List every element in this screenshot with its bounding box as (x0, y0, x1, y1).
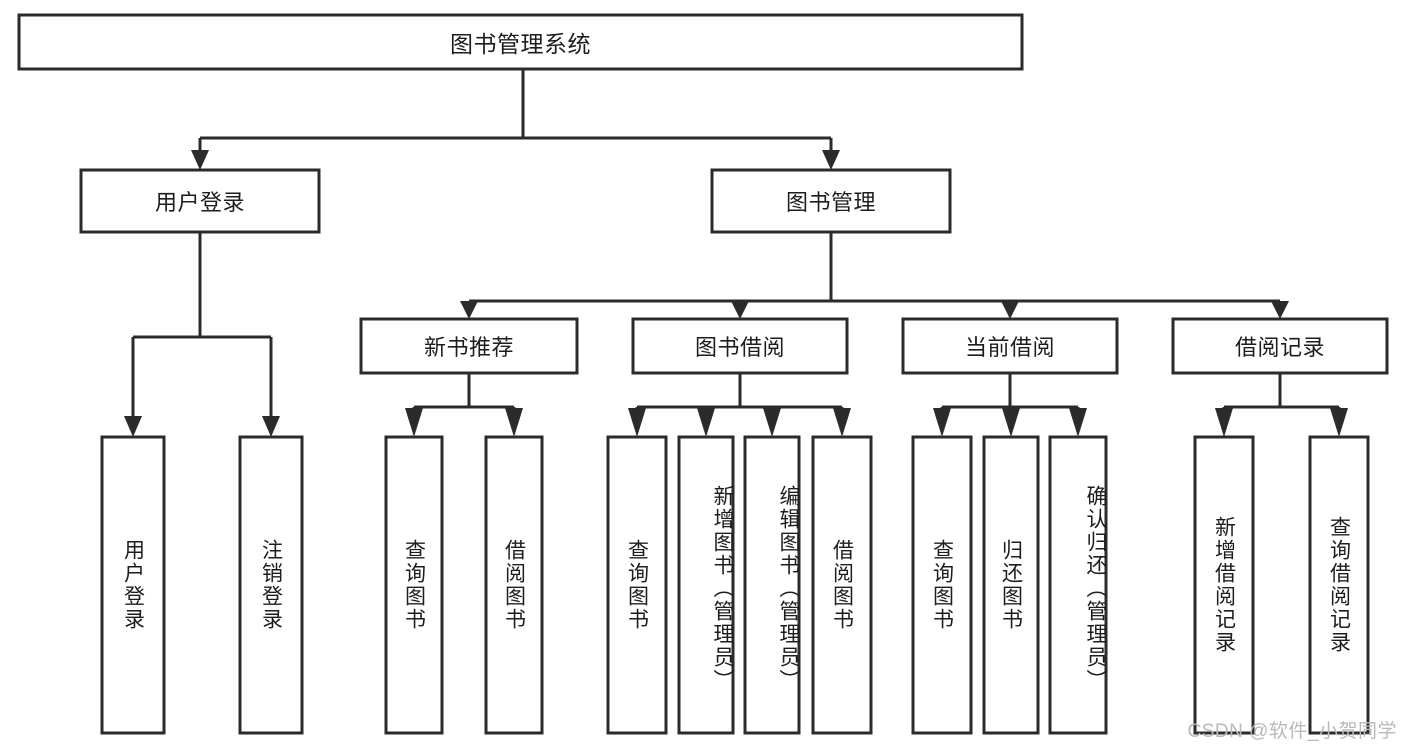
arrow-head-leaf-logout (262, 416, 280, 437)
node-box-leaf-borrow-book-b[interactable] (811, 435, 873, 735)
arrow-head-user-login (191, 150, 209, 170)
node-box-leaf-query-record[interactable] (1308, 435, 1370, 735)
node-box-leaf-query-book-a[interactable] (384, 435, 444, 735)
node-box-current-borrow[interactable] (901, 317, 1119, 375)
node-box-leaf-query-book-c[interactable] (911, 435, 973, 735)
arrow-head-leaf-query-record (1330, 408, 1348, 437)
node-box-leaf-add-book[interactable] (677, 435, 735, 735)
node-box-leaf-confirm-return[interactable] (1048, 435, 1108, 735)
arrow-head-leaf-borrow-book-a (505, 408, 523, 437)
arrow-head-leaf-add-book (697, 408, 715, 437)
node-box-leaf-add-record[interactable] (1193, 435, 1255, 735)
arrow-head-new-book-rec (460, 301, 478, 319)
arrow-head-book-borrow (731, 301, 749, 319)
node-box-root[interactable] (17, 13, 1024, 71)
node-box-book-borrow[interactable] (631, 317, 849, 375)
arrow-head-current-borrow (1001, 301, 1019, 319)
node-box-leaf-edit-book[interactable] (743, 435, 801, 735)
watermark-text: CSDN @软件_小贺同学 (1187, 721, 1397, 742)
node-box-book-manage[interactable] (710, 168, 952, 234)
arrow-head-leaf-add-record (1215, 408, 1233, 437)
arrow-head-leaf-borrow-book-b (833, 408, 851, 437)
arrow-head-borrow-record (1271, 301, 1289, 319)
node-box-new-book-rec[interactable] (359, 317, 579, 375)
arrow-head-leaf-query-book-a (405, 408, 423, 437)
arrow-head-leaf-confirm-return (1069, 408, 1087, 437)
arrow-head-leaf-query-book-c (933, 408, 951, 437)
node-box-user-login[interactable] (79, 168, 321, 234)
node-box-leaf-return-book[interactable] (982, 435, 1040, 735)
node-box-leaf-borrow-book-a[interactable] (484, 435, 544, 735)
arrow-head-leaf-query-book-b (628, 408, 646, 437)
node-box-borrow-record[interactable] (1171, 317, 1389, 375)
arrow-head-book-manage (822, 150, 840, 170)
arrow-head-leaf-edit-book (763, 408, 781, 437)
arrow-head-leaf-return-book (1002, 408, 1020, 437)
node-box-leaf-user-login[interactable] (100, 435, 166, 735)
node-box-leaf-query-book-b[interactable] (606, 435, 668, 735)
node-box-leaf-logout[interactable] (238, 435, 304, 735)
arrow-head-leaf-user-login (124, 416, 142, 437)
